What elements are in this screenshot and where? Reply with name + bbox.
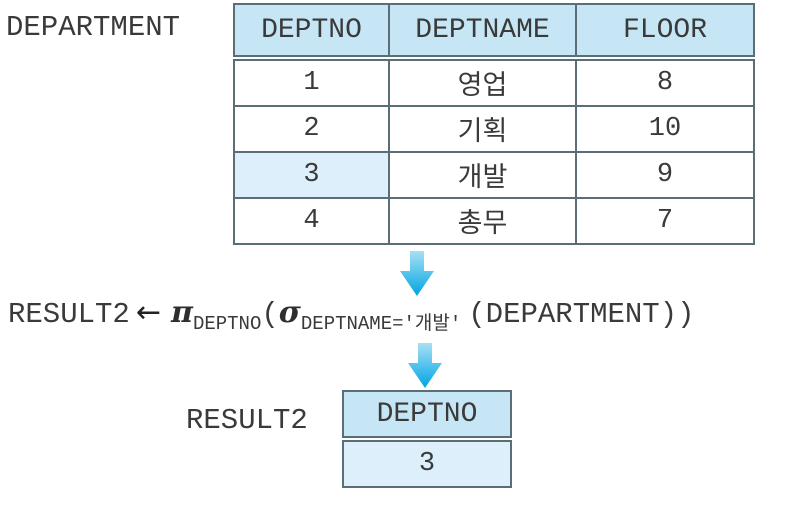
table-cell: 1 xyxy=(233,57,390,107)
pi-subscript: DEPTNO xyxy=(192,313,262,335)
column-header: DEPTNAME xyxy=(388,3,577,61)
table-cell: 영업 xyxy=(388,57,577,107)
result-table-body: 3 xyxy=(342,438,512,488)
column-header: FLOOR xyxy=(575,3,755,61)
sigma-subscript: DEPTNAME='개발' xyxy=(300,313,462,335)
table-cell: 2 xyxy=(233,105,390,153)
table-cell: 총무 xyxy=(388,197,577,245)
table-cell: 개발 xyxy=(388,151,577,199)
column-header: DEPTNO xyxy=(342,390,512,442)
table-cell: 9 xyxy=(575,151,755,199)
source-table-label: DEPARTMENT xyxy=(6,11,181,44)
table-cell: 3 xyxy=(342,438,512,488)
down-arrow-icon xyxy=(400,251,434,296)
project-operator-pi: π xyxy=(170,295,193,330)
expression-tail: (DEPARTMENT)) xyxy=(468,298,695,331)
relational-algebra-expression: RESULT2← πDEPTNO(σDEPTNAME='개발' (DEPARTMEN… xyxy=(8,293,695,344)
open-paren: ( xyxy=(261,298,279,331)
table-row: 3 xyxy=(342,438,512,488)
header-row: DEPTNO xyxy=(342,390,512,442)
result-table: DEPTNO 3 xyxy=(342,390,512,488)
table-cell: 8 xyxy=(575,57,755,107)
table-cell: 기획 xyxy=(388,105,577,153)
assignment-arrow-icon: ← xyxy=(135,295,161,330)
result-table-label: RESULT2 xyxy=(186,404,308,437)
table-cell: 3 xyxy=(233,151,390,199)
table-cell: 4 xyxy=(233,197,390,245)
table-cell: 10 xyxy=(575,105,755,153)
result-table-header: DEPTNO xyxy=(342,390,512,442)
expression-result-name: RESULT2 xyxy=(8,298,130,331)
down-arrow-icon xyxy=(408,343,442,388)
column-header: DEPTNO xyxy=(233,3,390,61)
select-operator-sigma: σ xyxy=(278,295,301,330)
table-cell: 7 xyxy=(575,197,755,245)
